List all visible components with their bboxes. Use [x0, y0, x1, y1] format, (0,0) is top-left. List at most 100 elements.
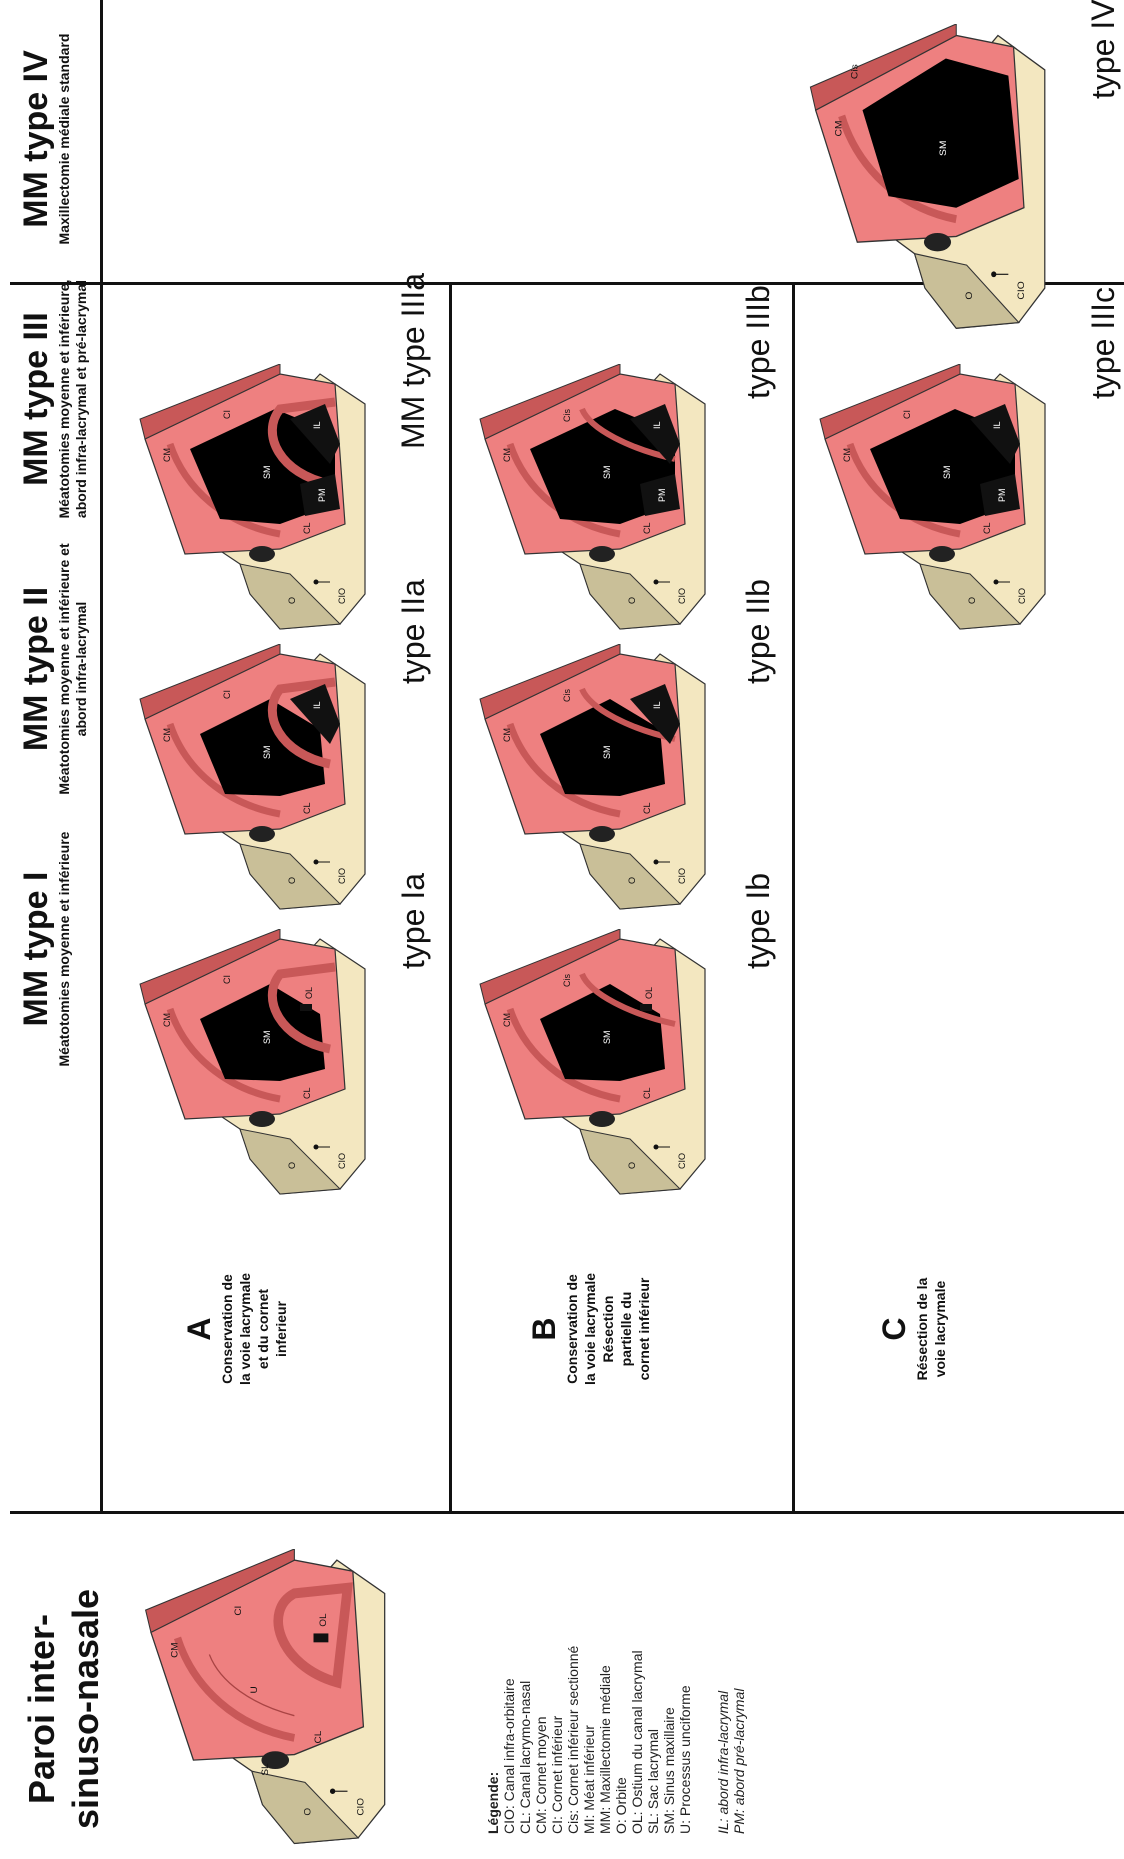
legend-title: Légende:	[485, 1534, 501, 1834]
row-desc-line: Conservation de	[218, 1239, 236, 1419]
row-desc-line: voie lacrymale	[931, 1239, 949, 1419]
column-subtitle: Maxillectomie médiale standard	[56, 9, 73, 269]
row-desc-line: Résection	[599, 1239, 617, 1419]
legend: Légende: CIO: Canal infra-orbitaire CL: …	[485, 1534, 747, 1834]
column-header-type-iv: MM type IV Maxillectomie médiale standar…	[16, 9, 73, 269]
label-o: O	[302, 1807, 313, 1815]
legend-item: CI: Cornet inférieur	[549, 1534, 565, 1834]
diagram-type-iiia: OCIOCMSMCLCIILPM	[130, 364, 370, 634]
lacrimal-sac	[924, 233, 951, 251]
legend-item: SL: Sac lacrymal	[645, 1534, 661, 1834]
label-sm: SM	[938, 141, 948, 156]
legend-item: CM: Cornet moyen	[533, 1534, 549, 1834]
label-ci: CI	[222, 690, 232, 699]
row-letter: A	[180, 1239, 218, 1419]
grid-line-top	[100, 0, 103, 1514]
label-cm: CM	[502, 728, 512, 742]
label-cio: CIO	[337, 868, 347, 884]
row-label-b: B Conservation de la voie lacrymale Rése…	[525, 1239, 653, 1419]
row-desc-line: Conservation de	[563, 1239, 581, 1419]
legend-abbrev: PM: abord pré-lacrymal	[731, 1534, 747, 1834]
label-u: U	[249, 1686, 260, 1693]
label-cl: CL	[982, 522, 992, 534]
label-pm: PM	[317, 489, 327, 503]
label-cm: CM	[162, 728, 172, 742]
column-subtitle: abord infra-lacrymal	[73, 519, 90, 819]
column-subtitle: Méatotomies moyenne et inférieure,	[56, 249, 73, 549]
lacrimal-sac	[249, 546, 275, 562]
label-sm: SM	[262, 466, 272, 480]
label-o: O	[627, 877, 637, 884]
label-cio: CIO	[337, 588, 347, 604]
label-ci: CI	[233, 1606, 244, 1616]
row-desc-line: Résection de la	[913, 1239, 931, 1419]
label-cl: CL	[642, 802, 652, 814]
caption-type-iia: type IIa	[395, 579, 431, 684]
column-title: MM type II	[16, 519, 56, 819]
caption-type-iib: type IIb	[740, 579, 776, 684]
grid-line-row-bc	[792, 285, 795, 1514]
row-desc-line: la voie lacrymale	[236, 1239, 254, 1419]
row-letter: C	[875, 1239, 913, 1419]
label-cm: CM	[842, 448, 852, 462]
legend-item: CIO: Canal infra-orbitaire	[501, 1534, 517, 1834]
label-cio: CIO	[1017, 588, 1027, 604]
legend-item: OL: Ostium du canal lacrymal	[629, 1534, 645, 1834]
legend-abbrev: IL: abord infra-lacrymal	[715, 1534, 731, 1834]
label-il: IL	[652, 421, 662, 429]
column-header-type-i: MM type I Méatotomies moyenne et inférie…	[16, 819, 73, 1079]
legend-item: Cis: Cornet inférieur sectionné	[565, 1534, 581, 1834]
lacrimal-ostium	[640, 1004, 652, 1011]
label-pm: PM	[657, 489, 667, 503]
caption-type-iv: type IV	[1085, 0, 1121, 99]
column-title: MM type I	[16, 819, 56, 1079]
paroi-diagram: OCIOCMUCLSLCIOL	[135, 1549, 390, 1849]
diagram-type-ib: OCIOCMSMCLCisOL	[470, 929, 710, 1199]
label-ol: OL	[304, 987, 314, 999]
label-cl: CL	[302, 522, 312, 534]
caption-type-iiia: MM type IIIa	[395, 273, 431, 449]
lacrimal-sac	[589, 546, 615, 562]
column-title: MM type III	[16, 249, 56, 549]
label-cis: Cis	[562, 409, 572, 422]
caption-type-ia: type Ia	[395, 873, 431, 969]
label-cio: CIO	[337, 1153, 347, 1169]
lacrimal-sac	[589, 826, 615, 842]
row-desc-line: partielle du	[617, 1239, 635, 1419]
label-cm: CM	[162, 1013, 172, 1027]
row-desc-line: inferieur	[272, 1239, 290, 1419]
diagram-type-iv: OCIOCMSMCis	[800, 24, 1050, 334]
caption-type-iiic: type IIIc	[1085, 287, 1121, 399]
label-sm: SM	[262, 1031, 272, 1045]
label-sm: SM	[262, 746, 272, 760]
column-subtitle: abord infra-lacrymal et pré-lacrymal	[73, 249, 90, 549]
label-cis: Cis	[850, 64, 860, 79]
lacrimal-ostium	[300, 1004, 312, 1011]
column-header-type-iii: MM type III Méatotomies moyenne et infér…	[16, 249, 90, 549]
label-il: IL	[312, 701, 322, 709]
diagram-type-iib: OCIOCMSMCLCisIL	[470, 644, 710, 914]
legend-item: CL: Canal lacrymo-nasal	[517, 1534, 533, 1834]
caption-type-ib: type Ib	[740, 873, 776, 969]
paroi-title: Paroi inter- sinuso-nasale	[20, 1559, 108, 1859]
label-pm: PM	[997, 489, 1007, 503]
label-il: IL	[312, 421, 322, 429]
label-cl: CL	[642, 1087, 652, 1099]
label-ol: OL	[644, 987, 654, 999]
row-desc-line: la voie lacrymale	[581, 1239, 599, 1419]
column-header-type-ii: MM type II Méatotomies moyenne et inféri…	[16, 519, 90, 819]
label-ci: CI	[222, 410, 232, 419]
paroi-title-line1: Paroi inter-	[20, 1559, 64, 1859]
label-o: O	[627, 597, 637, 604]
label-sl: SL	[260, 1763, 271, 1776]
label-cm: CM	[170, 1642, 181, 1658]
label-o: O	[287, 877, 297, 884]
row-label-c: C Résection de la voie lacrymale	[875, 1239, 949, 1419]
row-label-a: A Conservation de la voie lacrymale et d…	[180, 1239, 290, 1419]
label-sm: SM	[602, 746, 612, 760]
column-subtitle: Méatotomies moyenne et inférieure	[56, 819, 73, 1079]
